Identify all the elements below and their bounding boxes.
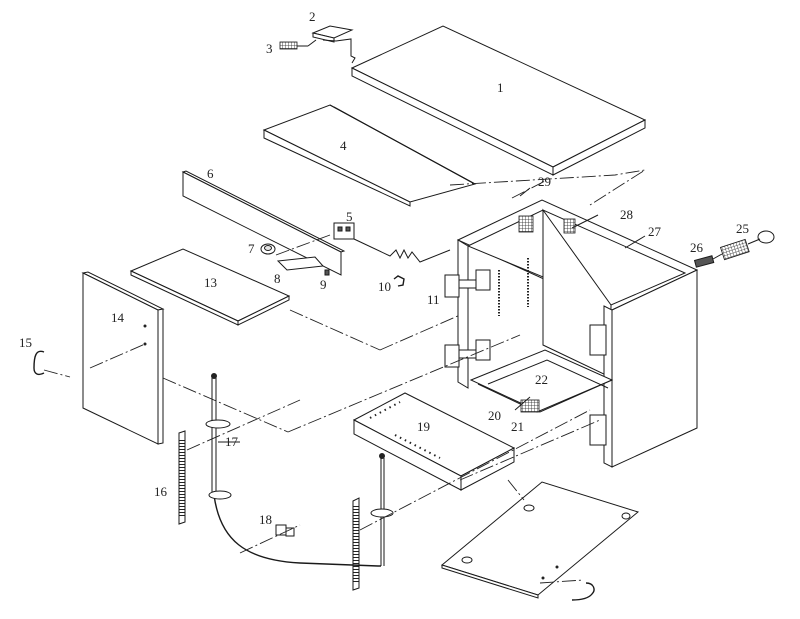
rod-clamps: [205, 419, 394, 518]
knob: [260, 243, 276, 255]
mounting-bracket: [311, 25, 356, 64]
part-label-1: 1: [497, 80, 504, 95]
part-label-4: 4: [340, 138, 347, 153]
leader-lines: [218, 187, 646, 443]
shelf-tray: [262, 104, 477, 207]
part-label-20: 20: [488, 408, 501, 423]
part-label-15: 15: [19, 335, 32, 350]
part-label-28: 28: [620, 207, 633, 222]
part-label-5: 5: [346, 209, 353, 224]
base-plate: [440, 481, 640, 599]
peg-holes: [498, 258, 529, 316]
shelf: [129, 248, 291, 326]
toothed-strip-left: [178, 430, 186, 525]
part-label-7: 7: [248, 241, 255, 256]
part-label-26: 26: [690, 240, 704, 255]
part-label-11: 11: [427, 292, 440, 307]
power-plug: [719, 230, 775, 261]
part-label-17: 17: [225, 434, 239, 449]
plate: [276, 256, 325, 271]
base-handle: [571, 582, 595, 601]
door-panel: [81, 271, 165, 445]
part-label-3: 3: [266, 41, 273, 56]
part-label-6: 6: [207, 166, 214, 181]
clamp-bracket: [275, 524, 295, 537]
connector: [693, 253, 723, 268]
guide-lines: [43, 169, 646, 584]
part-label-16: 16: [154, 484, 168, 499]
cabinet-body: [456, 199, 699, 468]
part-labels: 1 2 3 4 5 6 7 8 9 10 11 13 14 15 16 17 1…: [19, 9, 749, 527]
part-label-2: 2: [309, 9, 316, 24]
part-label-9: 9: [320, 277, 327, 292]
hinge-upper: [444, 269, 491, 298]
part-label-25: 25: [736, 221, 749, 236]
part-label-14: 14: [111, 310, 125, 325]
toothed-strip-right: [352, 497, 360, 591]
part-label-27: 27: [648, 224, 662, 239]
top-panel: [350, 25, 647, 176]
part-label-29: 29: [538, 174, 551, 189]
part-label-10: 10: [378, 279, 391, 294]
part-label-18: 18: [259, 512, 272, 527]
latch: [333, 222, 451, 263]
small-block: [324, 269, 330, 276]
part-label-22: 22: [535, 372, 548, 387]
small-clip: [393, 275, 405, 287]
part-label-8: 8: [274, 271, 281, 286]
front-rail: [181, 170, 346, 276]
part-label-13: 13: [204, 275, 217, 290]
drawer-tray: [352, 392, 516, 491]
part-label-19: 19: [417, 419, 430, 434]
part-label-21: 21: [511, 419, 524, 434]
door-handle: [33, 350, 45, 376]
clip: [279, 39, 317, 50]
